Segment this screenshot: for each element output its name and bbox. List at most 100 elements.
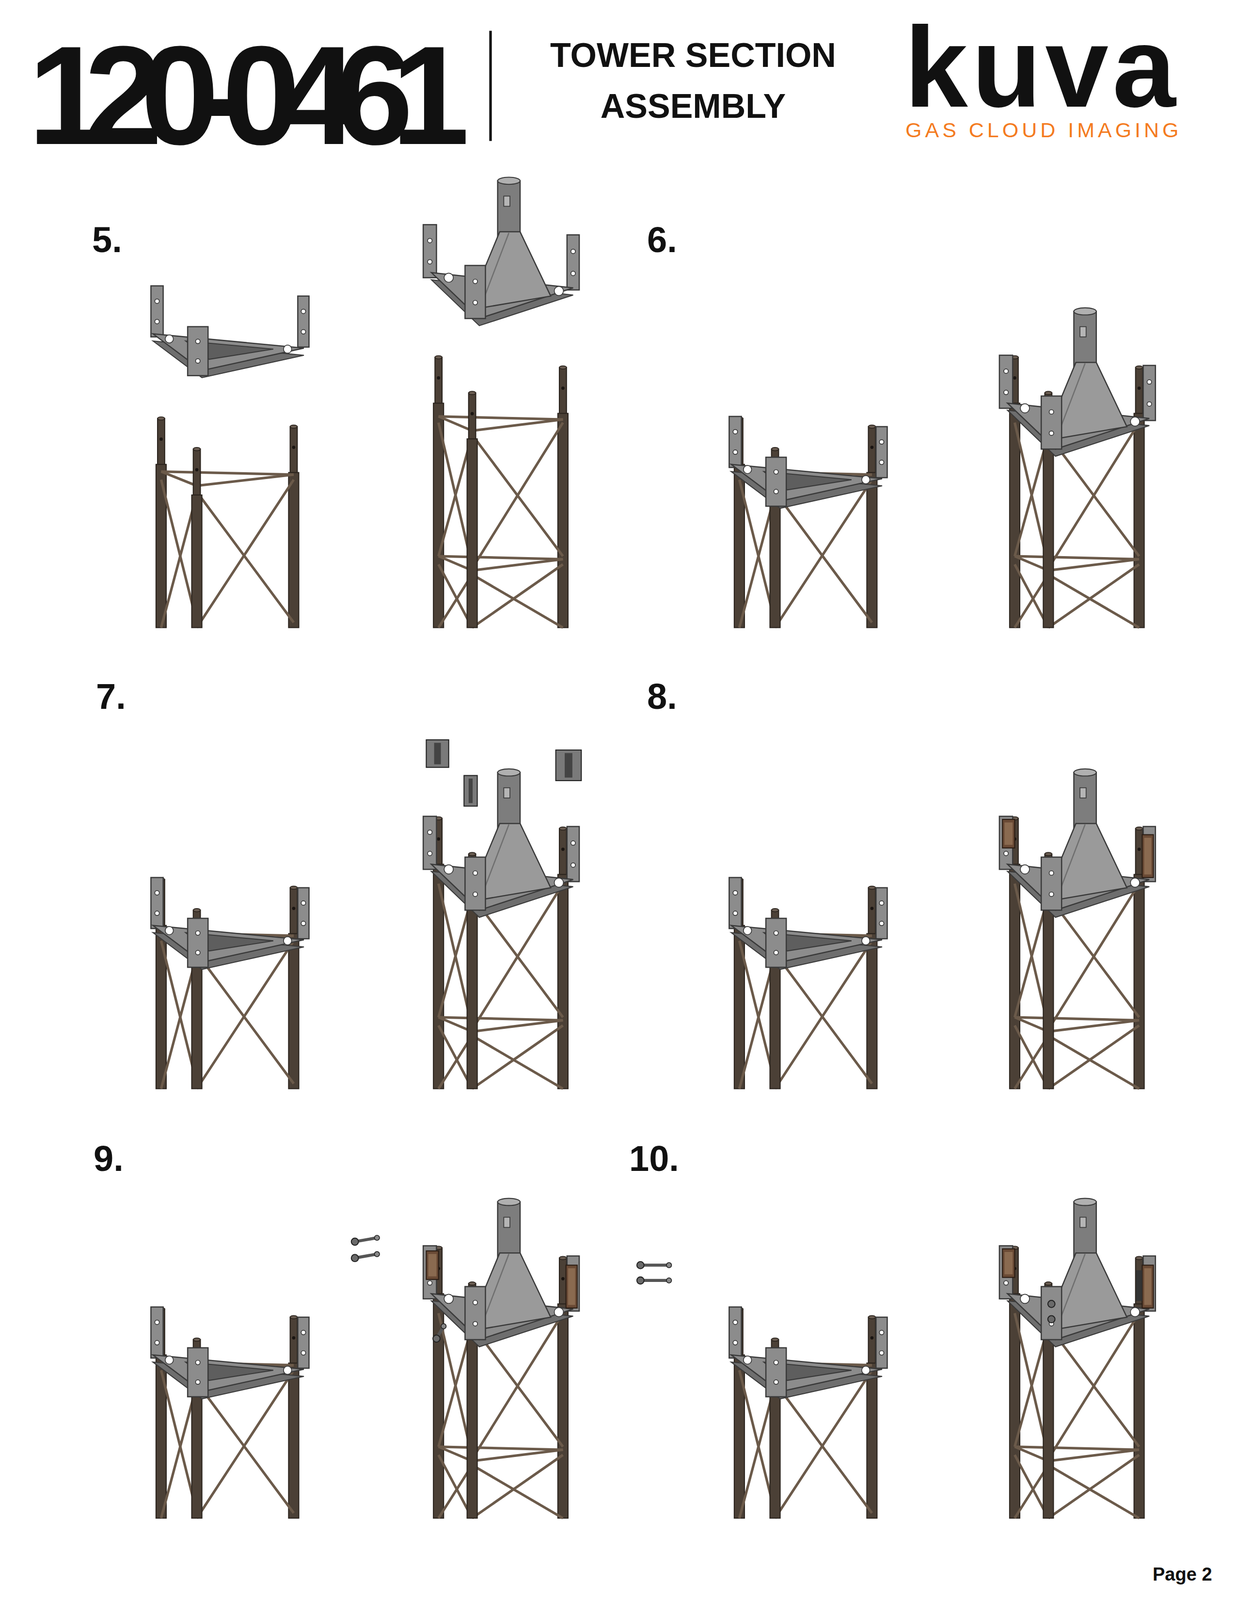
mounting-tab [423,816,437,870]
bolt-hole [470,412,475,416]
tab-hole [427,238,432,243]
plate-hole [1130,877,1140,888]
tower-leg-stub [559,828,567,877]
plate-hole [743,926,752,935]
logo-wordmark: kuva [904,1,1180,133]
leg-top [1045,1281,1053,1285]
brace [1014,1446,1140,1450]
clamp-plate [555,749,582,781]
bolt-hole [870,1335,874,1340]
plate-hole [1020,403,1030,413]
plate-hole [443,1293,454,1303]
tab-hole [301,1350,306,1355]
tab-hole [473,279,478,284]
tower-leg [557,413,569,628]
tab-hole [473,1321,478,1326]
leg-top [193,908,201,912]
tab-hole [154,319,159,324]
tower-leg-stub [193,448,201,497]
brace [196,474,294,486]
clamp-face [1144,837,1152,875]
bolt-hole [292,906,296,910]
tab-hole [1147,379,1152,384]
clamp-slot [468,778,473,803]
plate-hole [443,272,454,283]
page-number: Page 2 [1152,1563,1213,1585]
plate-hole [1130,1307,1140,1317]
tab-hole [732,1340,738,1345]
plate-hole [165,926,174,935]
tab-hole [732,449,738,455]
triangle-plate [731,464,883,502]
brace [438,416,473,431]
mounting-tab [297,296,309,348]
tab-hole [154,1319,159,1325]
clamp-face [428,1253,437,1276]
mounting-tab [765,457,787,507]
leg-top [868,1315,876,1319]
plate-hole [283,1365,292,1375]
brace [472,1449,563,1461]
clamp-block [1002,1248,1015,1278]
step-number: 6. [647,219,678,261]
leg-top [1135,826,1143,831]
leg-top [771,1337,779,1342]
tab-hole [195,950,201,955]
tab-hole [301,329,306,334]
brace [1048,1454,1140,1518]
mounting-tab [875,1316,888,1368]
leg-top [559,826,567,831]
bolt-head [636,1261,645,1269]
bolt-hole [1137,386,1141,390]
tower-leg [769,955,780,1089]
tower-leg-stub [157,418,165,467]
mounting-tab [464,265,486,319]
bolt-hole [195,467,199,472]
tower-leg [866,1362,877,1518]
mounting-tab [875,426,888,478]
tab-hole [879,1330,884,1335]
tower-leg [467,1329,478,1518]
mounting-tab [464,856,486,910]
tower-leg [288,1362,299,1518]
brace [196,952,294,1084]
tab-hole [195,358,201,364]
plate-hole [861,936,871,945]
mounting-tab [728,416,742,468]
tower-leg-stub [868,426,876,475]
leg-top [434,355,443,360]
tab-hole [773,489,778,494]
tab-hole [1003,851,1009,856]
leg-top [868,886,876,890]
tab-hole [879,459,884,465]
tower-leg [557,1303,569,1518]
leg-top [771,908,779,912]
tower-leg-stub [290,887,298,936]
leg-top [1045,391,1053,395]
brace [472,1025,563,1089]
plate-hole [743,1355,752,1364]
nut [666,1262,672,1268]
tab-hole [570,862,576,868]
tab-hole [1049,430,1054,436]
tower-leg-stub [559,1257,567,1306]
clamp-block [426,1250,439,1280]
tab-hole [570,270,576,276]
clamp-block [566,1264,578,1308]
brace [438,1446,564,1450]
tower-leg [1043,1329,1054,1518]
clamp-slot [564,752,573,777]
tower-leg [557,874,569,1089]
brace [1048,558,1140,571]
clamp-face [568,1267,576,1305]
brace [160,471,197,486]
clamp-slot [434,742,442,764]
mounting-tab [875,887,888,939]
leg-top [771,447,779,451]
plate-hole [554,1307,564,1317]
mounting-tab [765,1347,787,1397]
triangle-plate [731,1354,883,1392]
tower-leg [769,1385,780,1519]
tower-leg-stub [868,1316,876,1365]
clamp-plate [463,775,477,807]
